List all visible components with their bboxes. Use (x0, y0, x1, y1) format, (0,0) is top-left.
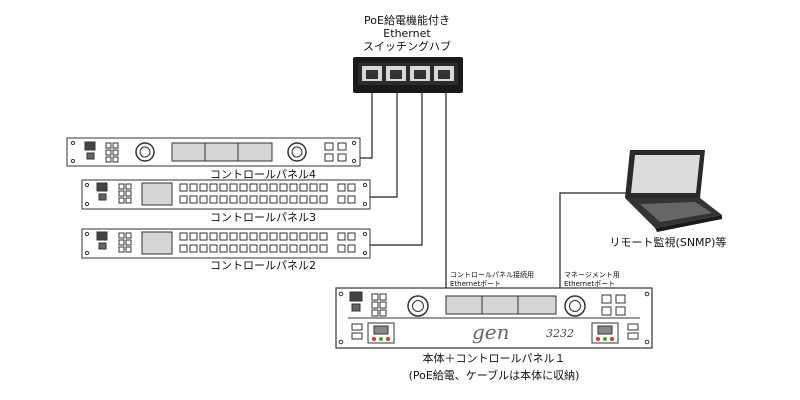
cable-laptop (559, 192, 650, 288)
switch-title-line2: Ethernet (383, 27, 431, 40)
control-panel-3 (81, 179, 371, 210)
switch-title-line3: スイッチングハブ (363, 40, 451, 53)
monitor-label: リモート監視(SNMP)等 (609, 236, 727, 249)
control-port-label-line2: Ethernetポート (450, 280, 502, 288)
panel3-label: コントロールパネル3 (210, 211, 316, 224)
mgmt-port-label-line1: マネージメント用 (564, 271, 620, 279)
control-panel-2 (81, 228, 371, 259)
cable-panel3 (370, 92, 398, 198)
control-port-label-line1: コントロールパネル接続用 (450, 271, 534, 279)
panel4-label: コントロールパネル4 (210, 168, 316, 181)
mgmt-port-label-line2: Ethernetポート (564, 280, 616, 288)
panel2-label: コントロールパネル2 (210, 259, 316, 272)
cable-panel2 (370, 92, 423, 246)
cable-panel4 (360, 92, 373, 159)
main-unit-label: 本体＋コントロールパネル１ (422, 352, 566, 365)
model-number: 3232 (546, 327, 574, 340)
switch-title-line1: PoE給電機能付き (364, 14, 450, 27)
switching-hub (353, 57, 463, 93)
laptop (625, 150, 722, 232)
brand-logo: gen (472, 320, 510, 344)
main-unit (335, 287, 653, 349)
main-unit-note: (PoE給電、ケーブルは本体に収納) (408, 369, 580, 382)
control-panel-4 (66, 137, 361, 167)
cables (360, 92, 650, 288)
